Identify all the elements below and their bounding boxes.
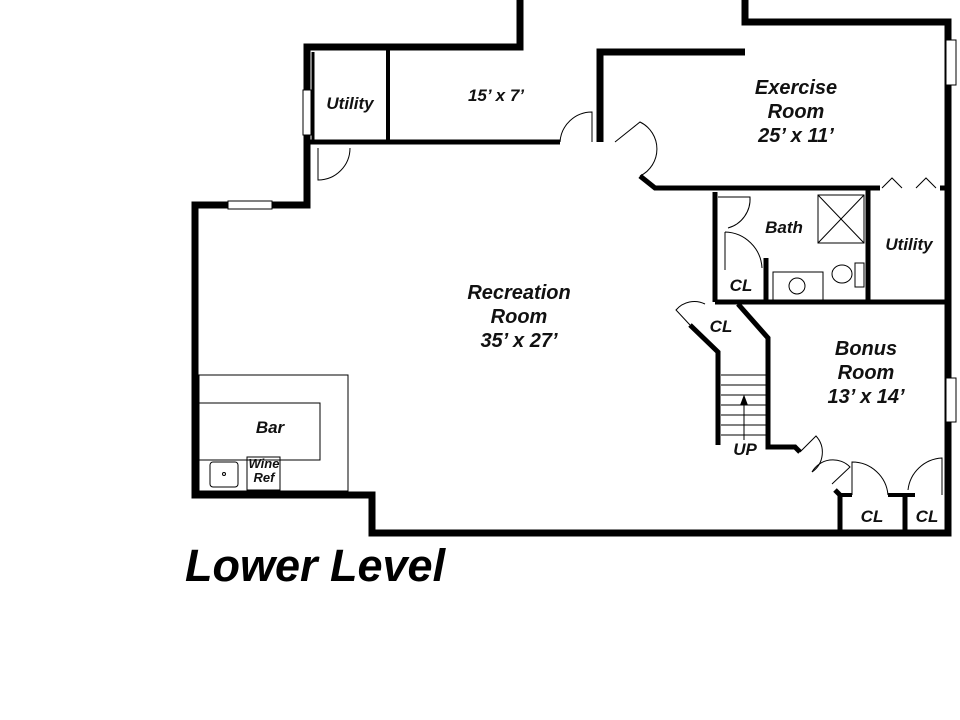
wall-closets: [833, 488, 843, 533]
bar-label: Bar: [255, 418, 285, 437]
wine-ref-label: Wine Ref: [248, 456, 280, 486]
exterior-wall: [191, 0, 952, 537]
room-label-utility: Utility: [326, 94, 374, 113]
stairs-up-label: UP: [733, 440, 757, 459]
room-name: Bonus: [834, 338, 898, 360]
room-label-closet-1: CL: [860, 507, 884, 526]
wine-ref-line: Ref: [253, 470, 275, 486]
doors: [317, 111, 943, 496]
window: [227, 200, 273, 210]
room-dims-storage: 15’ x 7’: [467, 86, 525, 105]
plan-title: Lower Level: [185, 540, 446, 591]
wall-stair-right: [736, 302, 802, 454]
windows: [227, 39, 957, 423]
sink-icon: [209, 461, 239, 488]
shower-icon: [817, 194, 865, 244]
bar-counter: [198, 402, 321, 461]
room-dims: 25’ x 11’: [758, 125, 834, 147]
room-label-exercise: Exercise Room 25’ x 11’: [755, 76, 837, 148]
room-label-bath: Bath: [765, 218, 803, 237]
room-name: Recreation: [467, 282, 571, 304]
window: [945, 377, 957, 423]
room-dims: 35’ x 27’: [480, 330, 558, 352]
wine-ref-box: [246, 456, 281, 491]
room-name: Room: [767, 101, 825, 123]
wine-ref-line: Wine: [248, 456, 280, 471]
room-dims: 13’ x 14’: [827, 386, 905, 408]
wall-exercise-bottom: [638, 174, 880, 191]
room-label-bonus: Bonus Room 13’ x 14’: [827, 337, 904, 409]
room-label-stair-closet: CL: [709, 317, 733, 336]
walls: [191, 0, 952, 537]
fixtures: [198, 111, 943, 496]
room-label-closet-2: CL: [915, 507, 939, 526]
vanity: [772, 271, 824, 301]
room-name: Room: [490, 306, 548, 328]
toilet-icon: [831, 264, 853, 284]
wall-exercise-top: [596, 48, 745, 142]
window: [945, 39, 957, 86]
room-name: Exercise: [754, 77, 838, 99]
room-label-recreation: Recreation Room 35’ x 27’: [467, 281, 570, 353]
room-label-bath-closet: CL: [729, 276, 753, 295]
wall-stair-left: [688, 323, 721, 445]
room-name: Room: [837, 362, 895, 384]
vanity-sink-icon: [788, 277, 806, 295]
room-label-utility-right: Utility: [885, 235, 933, 254]
window: [302, 89, 312, 136]
